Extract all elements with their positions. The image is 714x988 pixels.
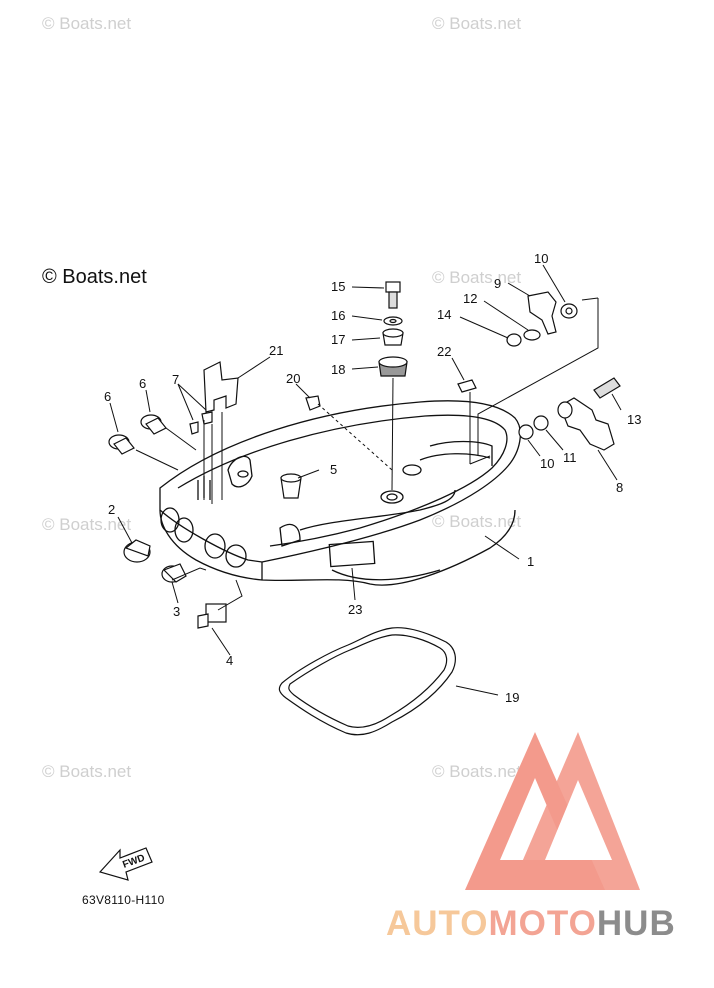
part-plugs <box>108 361 477 629</box>
callout-21: 21 <box>269 343 283 358</box>
watermark: © Boats.net <box>42 14 132 33</box>
brand-part-moto: MOTO <box>488 904 597 943</box>
callout-22: 22 <box>437 344 451 359</box>
callout-6: 6 <box>104 389 111 404</box>
leader-lines <box>109 264 622 696</box>
part-bracket-assembly <box>506 291 621 451</box>
callout-2: 2 <box>108 502 115 517</box>
brand-part-hub: HUB <box>596 904 676 943</box>
callout-14: 14 <box>437 307 451 322</box>
callout-8: 8 <box>616 480 623 495</box>
callout-9: 9 <box>494 276 501 291</box>
callout-19: 19 <box>505 690 519 705</box>
callout-12: 12 <box>463 291 477 306</box>
callout-3: 3 <box>173 604 180 619</box>
watermark: © Boats.net <box>432 762 522 781</box>
callout-5: 5 <box>330 462 337 477</box>
callout-11: 11 <box>563 450 577 465</box>
callout-16: 16 <box>331 308 345 323</box>
callout-10b: 10 <box>540 456 554 471</box>
part-gasket <box>278 627 456 736</box>
watermark: © Boats.net <box>42 515 132 534</box>
callout-numbers: 1 2 3 4 5 6 6 7 8 9 10 10 11 12 13 14 15… <box>104 251 641 705</box>
brand-logo-icon <box>465 732 640 890</box>
diagram-code: 63V8110-H110 <box>82 893 165 907</box>
brand-wordmark: AUTOMOTOHUB <box>386 904 676 944</box>
callout-13: 13 <box>627 412 641 427</box>
watermark: © Boats.net <box>432 14 522 33</box>
callout-17: 17 <box>331 332 345 347</box>
watermark: © Boats.net <box>42 762 132 781</box>
watermark: © Boats.net <box>432 512 522 531</box>
callout-1: 1 <box>527 554 534 569</box>
copyright-notice: © Boats.net <box>42 266 147 288</box>
callout-23: 23 <box>348 602 362 617</box>
part-hardware-stack <box>378 281 408 377</box>
brand-part-auto: AUTO <box>386 904 489 943</box>
callout-18: 18 <box>331 362 345 377</box>
callout-6b: 6 <box>139 376 146 391</box>
bottom-cowling <box>159 400 521 586</box>
callout-15: 15 <box>331 279 345 294</box>
callout-7: 7 <box>172 372 179 387</box>
watermark: © Boats.net <box>432 268 522 287</box>
callout-10: 10 <box>534 251 548 266</box>
callout-20: 20 <box>286 371 300 386</box>
fwd-arrow-icon: FWD <box>98 847 153 881</box>
callout-4: 4 <box>226 653 233 668</box>
